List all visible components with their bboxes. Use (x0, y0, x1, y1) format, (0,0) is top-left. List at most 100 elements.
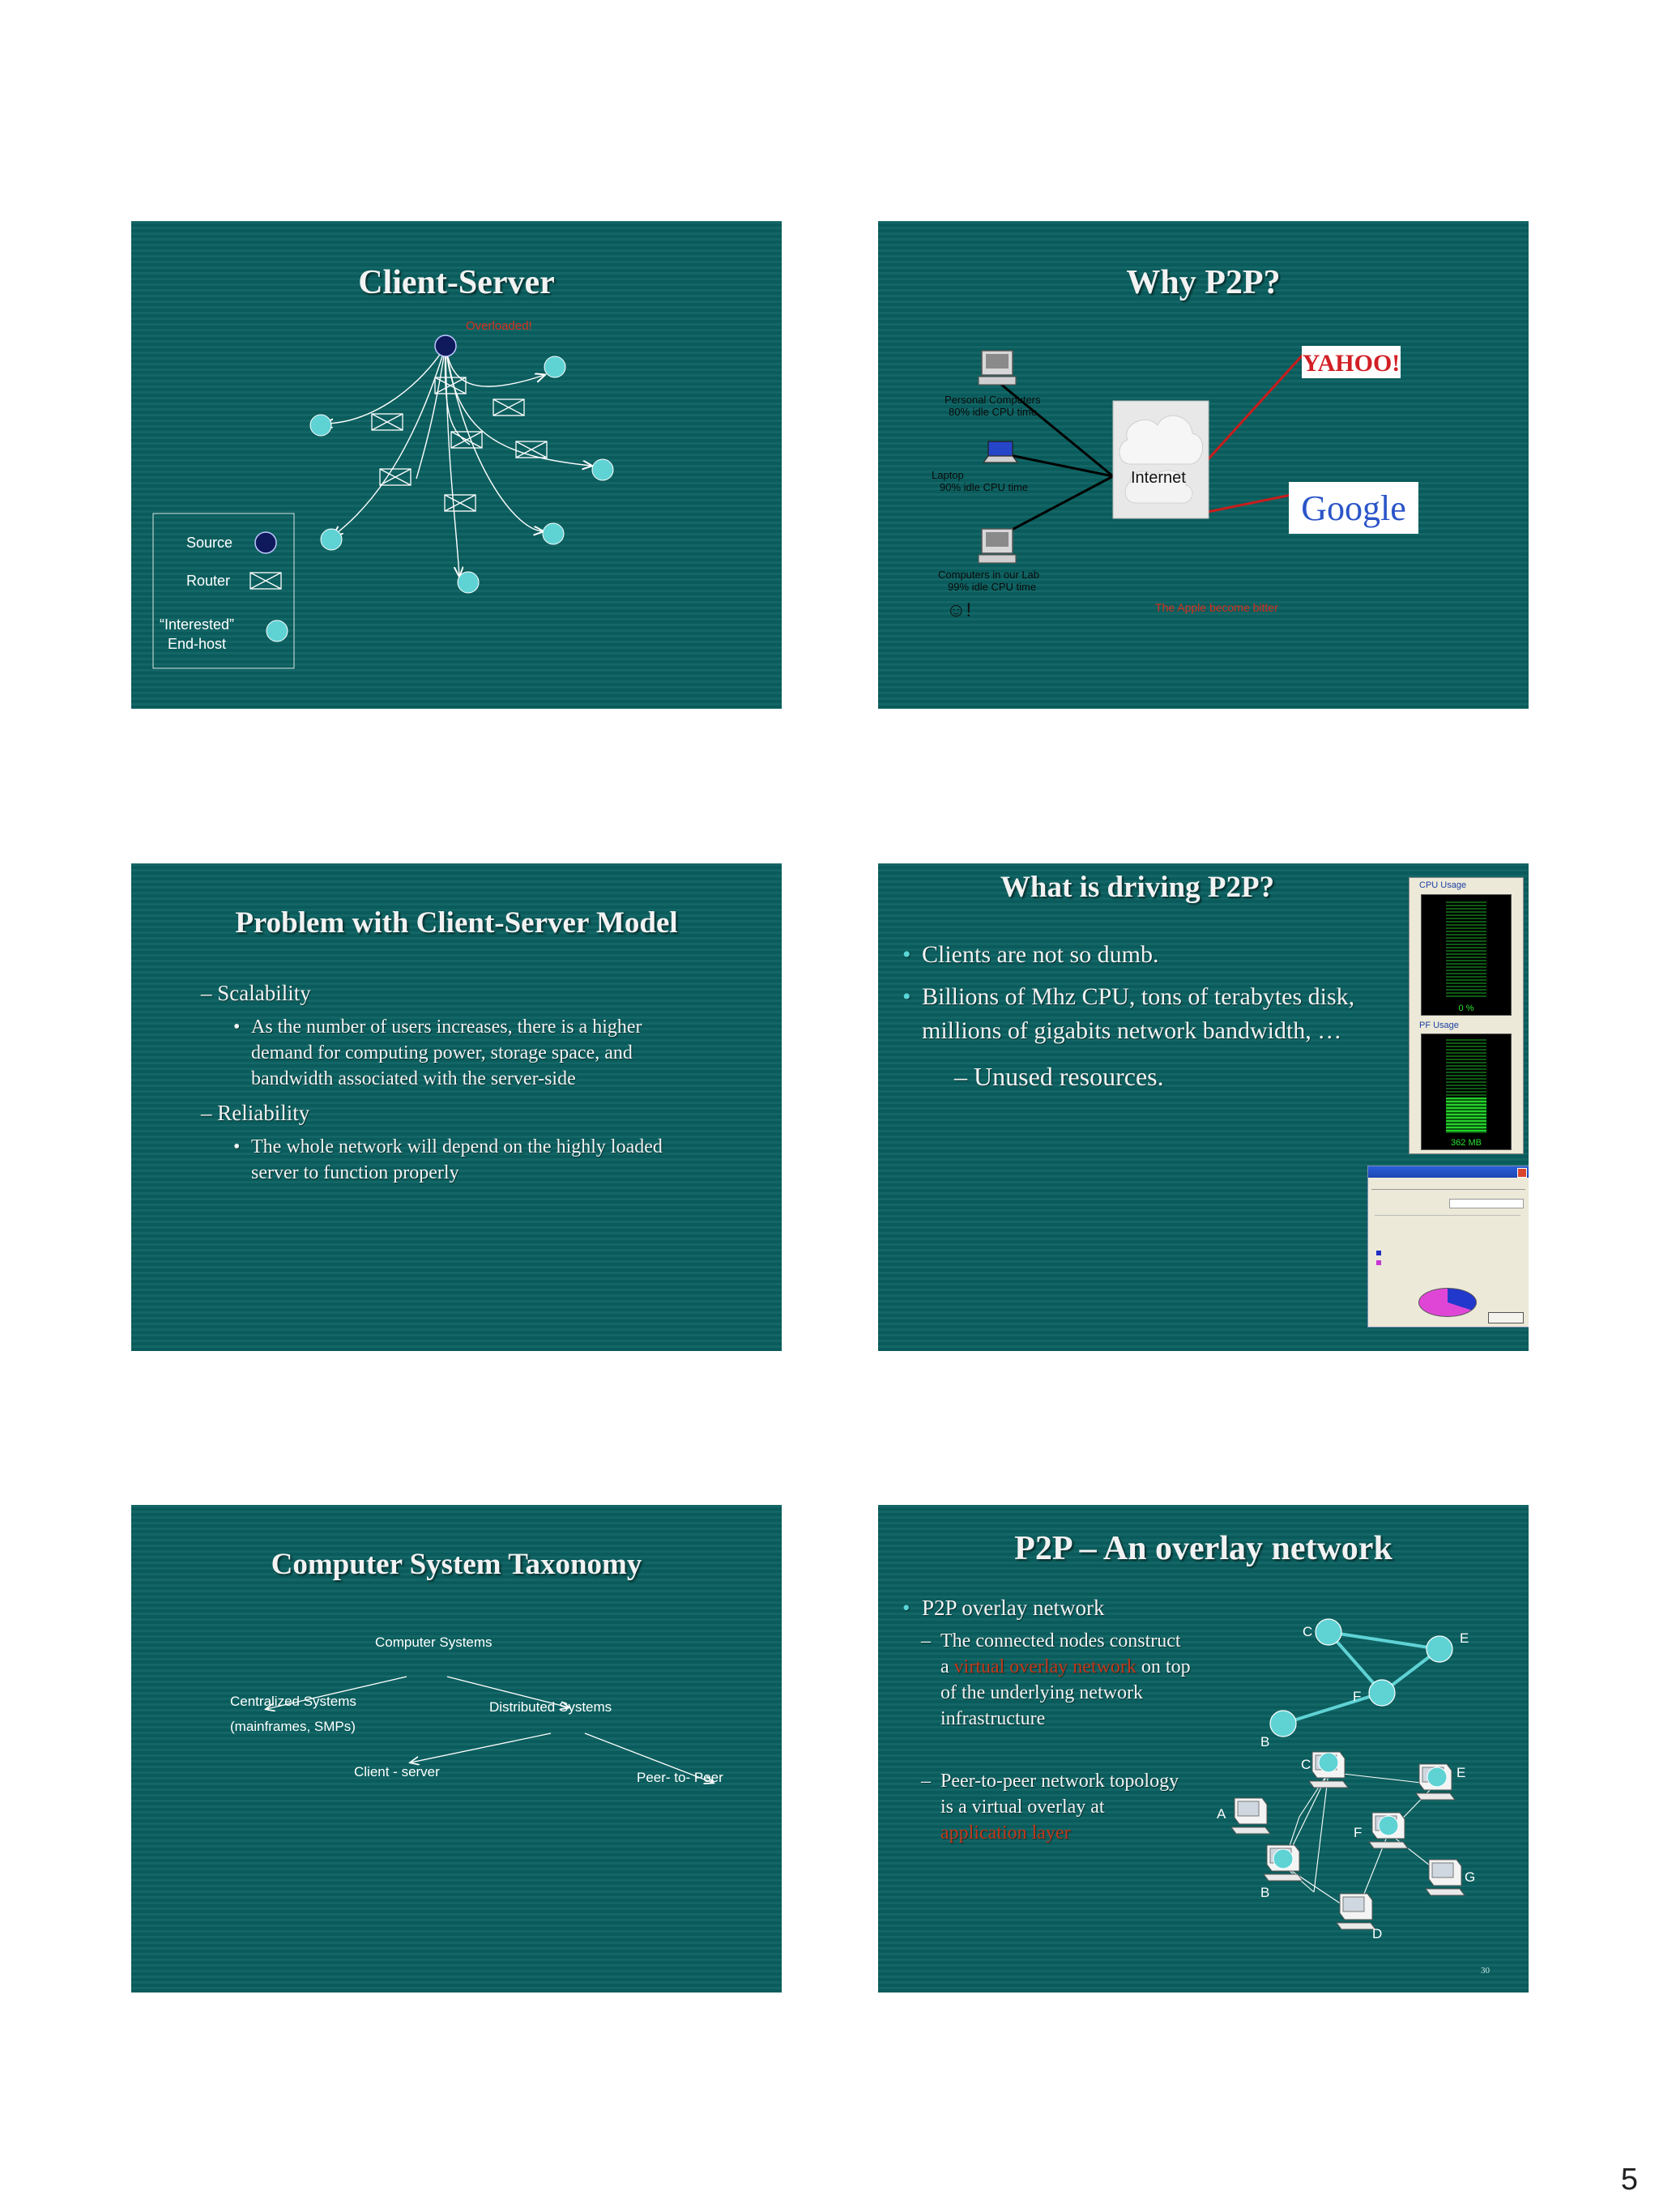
cpu-usage-value: 0 % (1458, 1004, 1474, 1013)
laptop-label-line2: 90% idle CPU time (940, 481, 1028, 493)
overlay-network-diagram: C E F B (1217, 1618, 1491, 1975)
overlay-links (1282, 1630, 1441, 1725)
used-space-swatch (1376, 1251, 1381, 1255)
physical-node-e (1427, 1767, 1448, 1788)
node-distributed-systems: Distributed Systems (489, 1699, 612, 1715)
cpu-usage-meter: 0 % (1421, 894, 1512, 1016)
svg-text:Google: Google (1301, 488, 1406, 528)
end-host-node (591, 458, 614, 481)
bullet-text-2: Billions of Mhz CPU, tons of terabytes d… (922, 983, 1355, 1044)
bullet-item: • Billions of Mhz CPU, tons of terabytes… (902, 983, 1355, 1044)
overlay-bullet-text: P2P overlay network (922, 1596, 1105, 1620)
computer-icon (978, 350, 1017, 386)
bullet-item: • Clients are not so dumb. (902, 941, 1159, 968)
volume-name-field (1449, 1199, 1524, 1208)
pc-label-line2: 80% idle CPU time (949, 406, 1037, 418)
sub2-highlight: application layer (940, 1822, 1071, 1843)
end-host-nodes (309, 356, 614, 594)
end-host-node (544, 356, 566, 378)
physical-label-c: C (1301, 1757, 1311, 1772)
end-host-node (309, 414, 332, 437)
overlay-label-e: E (1460, 1630, 1469, 1646)
slide-why-p2p: Why P2P? Personal Computers 80% idle CPU… (878, 221, 1529, 709)
legend-router-icon (249, 572, 282, 590)
smiley-text: ☺! (946, 599, 971, 621)
slide-title: Why P2P? (1126, 264, 1281, 301)
sub1-text: The connected nodes construct a (940, 1630, 1181, 1677)
task-manager-panel: CPU Usage 0 % PF Usage 362 MB (1409, 877, 1524, 1154)
node-centralized-examples: (mainframes, SMPs) (230, 1719, 356, 1734)
physical-label-e: E (1456, 1765, 1465, 1780)
reliability-detail-text: The whole network will depend on the hig… (251, 1136, 663, 1183)
slide-computer-taxonomy: Computer System Taxonomy Computer System… (131, 1505, 782, 1993)
free-space-swatch (1376, 1260, 1381, 1265)
pf-usage-meter: 362 MB (1421, 1034, 1512, 1150)
dialog-tabs (1371, 1181, 1525, 1190)
router-icon (371, 413, 403, 431)
client-server-diagram: Overloaded! (152, 319, 614, 669)
legend-router-label: Router (186, 573, 230, 589)
cpu-usage-label: CPU Usage (1419, 880, 1467, 890)
reliability-detail: • The whole network will depend on the h… (233, 1134, 703, 1186)
node-peer-to-peer: Peer- to- Peer (637, 1770, 723, 1785)
svg-text:YAHOO!: YAHOO! (1303, 350, 1401, 377)
physical-label-b: B (1260, 1885, 1269, 1900)
physical-overlay-markers (1273, 1752, 1448, 1869)
sub-bullet-text: – Unused resources. (954, 1062, 1164, 1091)
overlay-label-c: C (1303, 1624, 1312, 1639)
pf-usage-value: 362 MB (1451, 1138, 1482, 1148)
physical-node-f (1378, 1815, 1399, 1836)
disk-usage-pie (1418, 1288, 1477, 1317)
overloaded-label: Overloaded! (466, 319, 532, 333)
overlay-sub-bullet-1: – The connected nodes construct a virtua… (921, 1630, 1191, 1729)
laptop-label-line1: Laptop (932, 469, 964, 481)
scalability-detail-text: As the number of users increases, there … (251, 1016, 642, 1089)
disk-cleanup-button[interactable] (1488, 1312, 1524, 1323)
overlay-bullet: • P2P overlay network (902, 1596, 1105, 1620)
slide-title: Problem with Client-Server Model (235, 906, 678, 940)
end-host-node (320, 528, 343, 551)
black-links (999, 381, 1114, 537)
sub1-highlight: virtual overlay network (953, 1656, 1137, 1677)
physical-node-b (1273, 1848, 1294, 1869)
close-icon[interactable] (1517, 1168, 1527, 1178)
legend-source-label: Source (186, 535, 232, 551)
tree-edges (267, 1676, 713, 1783)
slide-title: Computer System Taxonomy (271, 1548, 642, 1581)
sub2-text: Peer-to-peer network topology is a virtu… (940, 1771, 1179, 1818)
internet-label: Internet (1131, 469, 1186, 487)
router-icon (379, 468, 412, 486)
data-flow-arrows (324, 345, 591, 576)
overlay-node-e (1426, 1635, 1453, 1663)
lab-label-line2: 99% idle CPU time (948, 581, 1036, 593)
physical-label-a: A (1217, 1806, 1226, 1822)
slide-title: What is driving P2P? (1000, 871, 1275, 904)
router-icon (434, 377, 467, 394)
internet-cloud: Internet (1112, 400, 1209, 519)
physical-label-g: G (1465, 1869, 1475, 1885)
router-icon (515, 441, 548, 458)
computer-icon (1425, 1859, 1465, 1896)
end-host-node (457, 571, 480, 594)
overlay-node-f (1368, 1679, 1396, 1707)
overlay-nodes (1269, 1618, 1453, 1737)
slide-title: P2P – An overlay network (1014, 1530, 1392, 1567)
taxonomy-tree: Computer Systems Centralized Systems (ma… (230, 1634, 723, 1785)
physical-label-d: D (1372, 1926, 1382, 1941)
slide-title: Client-Server (358, 264, 555, 301)
bullet-list: • Clients are not so dumb. • Billions of… (902, 938, 1380, 1093)
legend-source-node (254, 531, 277, 554)
overlay-label-b: B (1260, 1734, 1269, 1750)
why-p2p-diagram: Personal Computers 80% idle CPU time Lap… (932, 346, 1418, 621)
computer-icon (978, 528, 1017, 564)
slide-what-drives-p2p: What is driving P2P? • Clients are not s… (878, 863, 1529, 1351)
overlay-node-b (1269, 1710, 1297, 1737)
physical-label-f: F (1354, 1825, 1362, 1840)
slide-number: 30 (1481, 1966, 1491, 1975)
yahoo-logo: YAHOO! (1302, 346, 1401, 378)
red-links (1202, 351, 1307, 514)
laptop-icon (982, 441, 1019, 463)
bitter-apple-caption: The Apple become bitter (1155, 601, 1278, 614)
overlay-sub-bullet-2: – Peer-to-peer network topology is a vir… (921, 1771, 1179, 1843)
node-client-server: Client - server (354, 1764, 440, 1779)
